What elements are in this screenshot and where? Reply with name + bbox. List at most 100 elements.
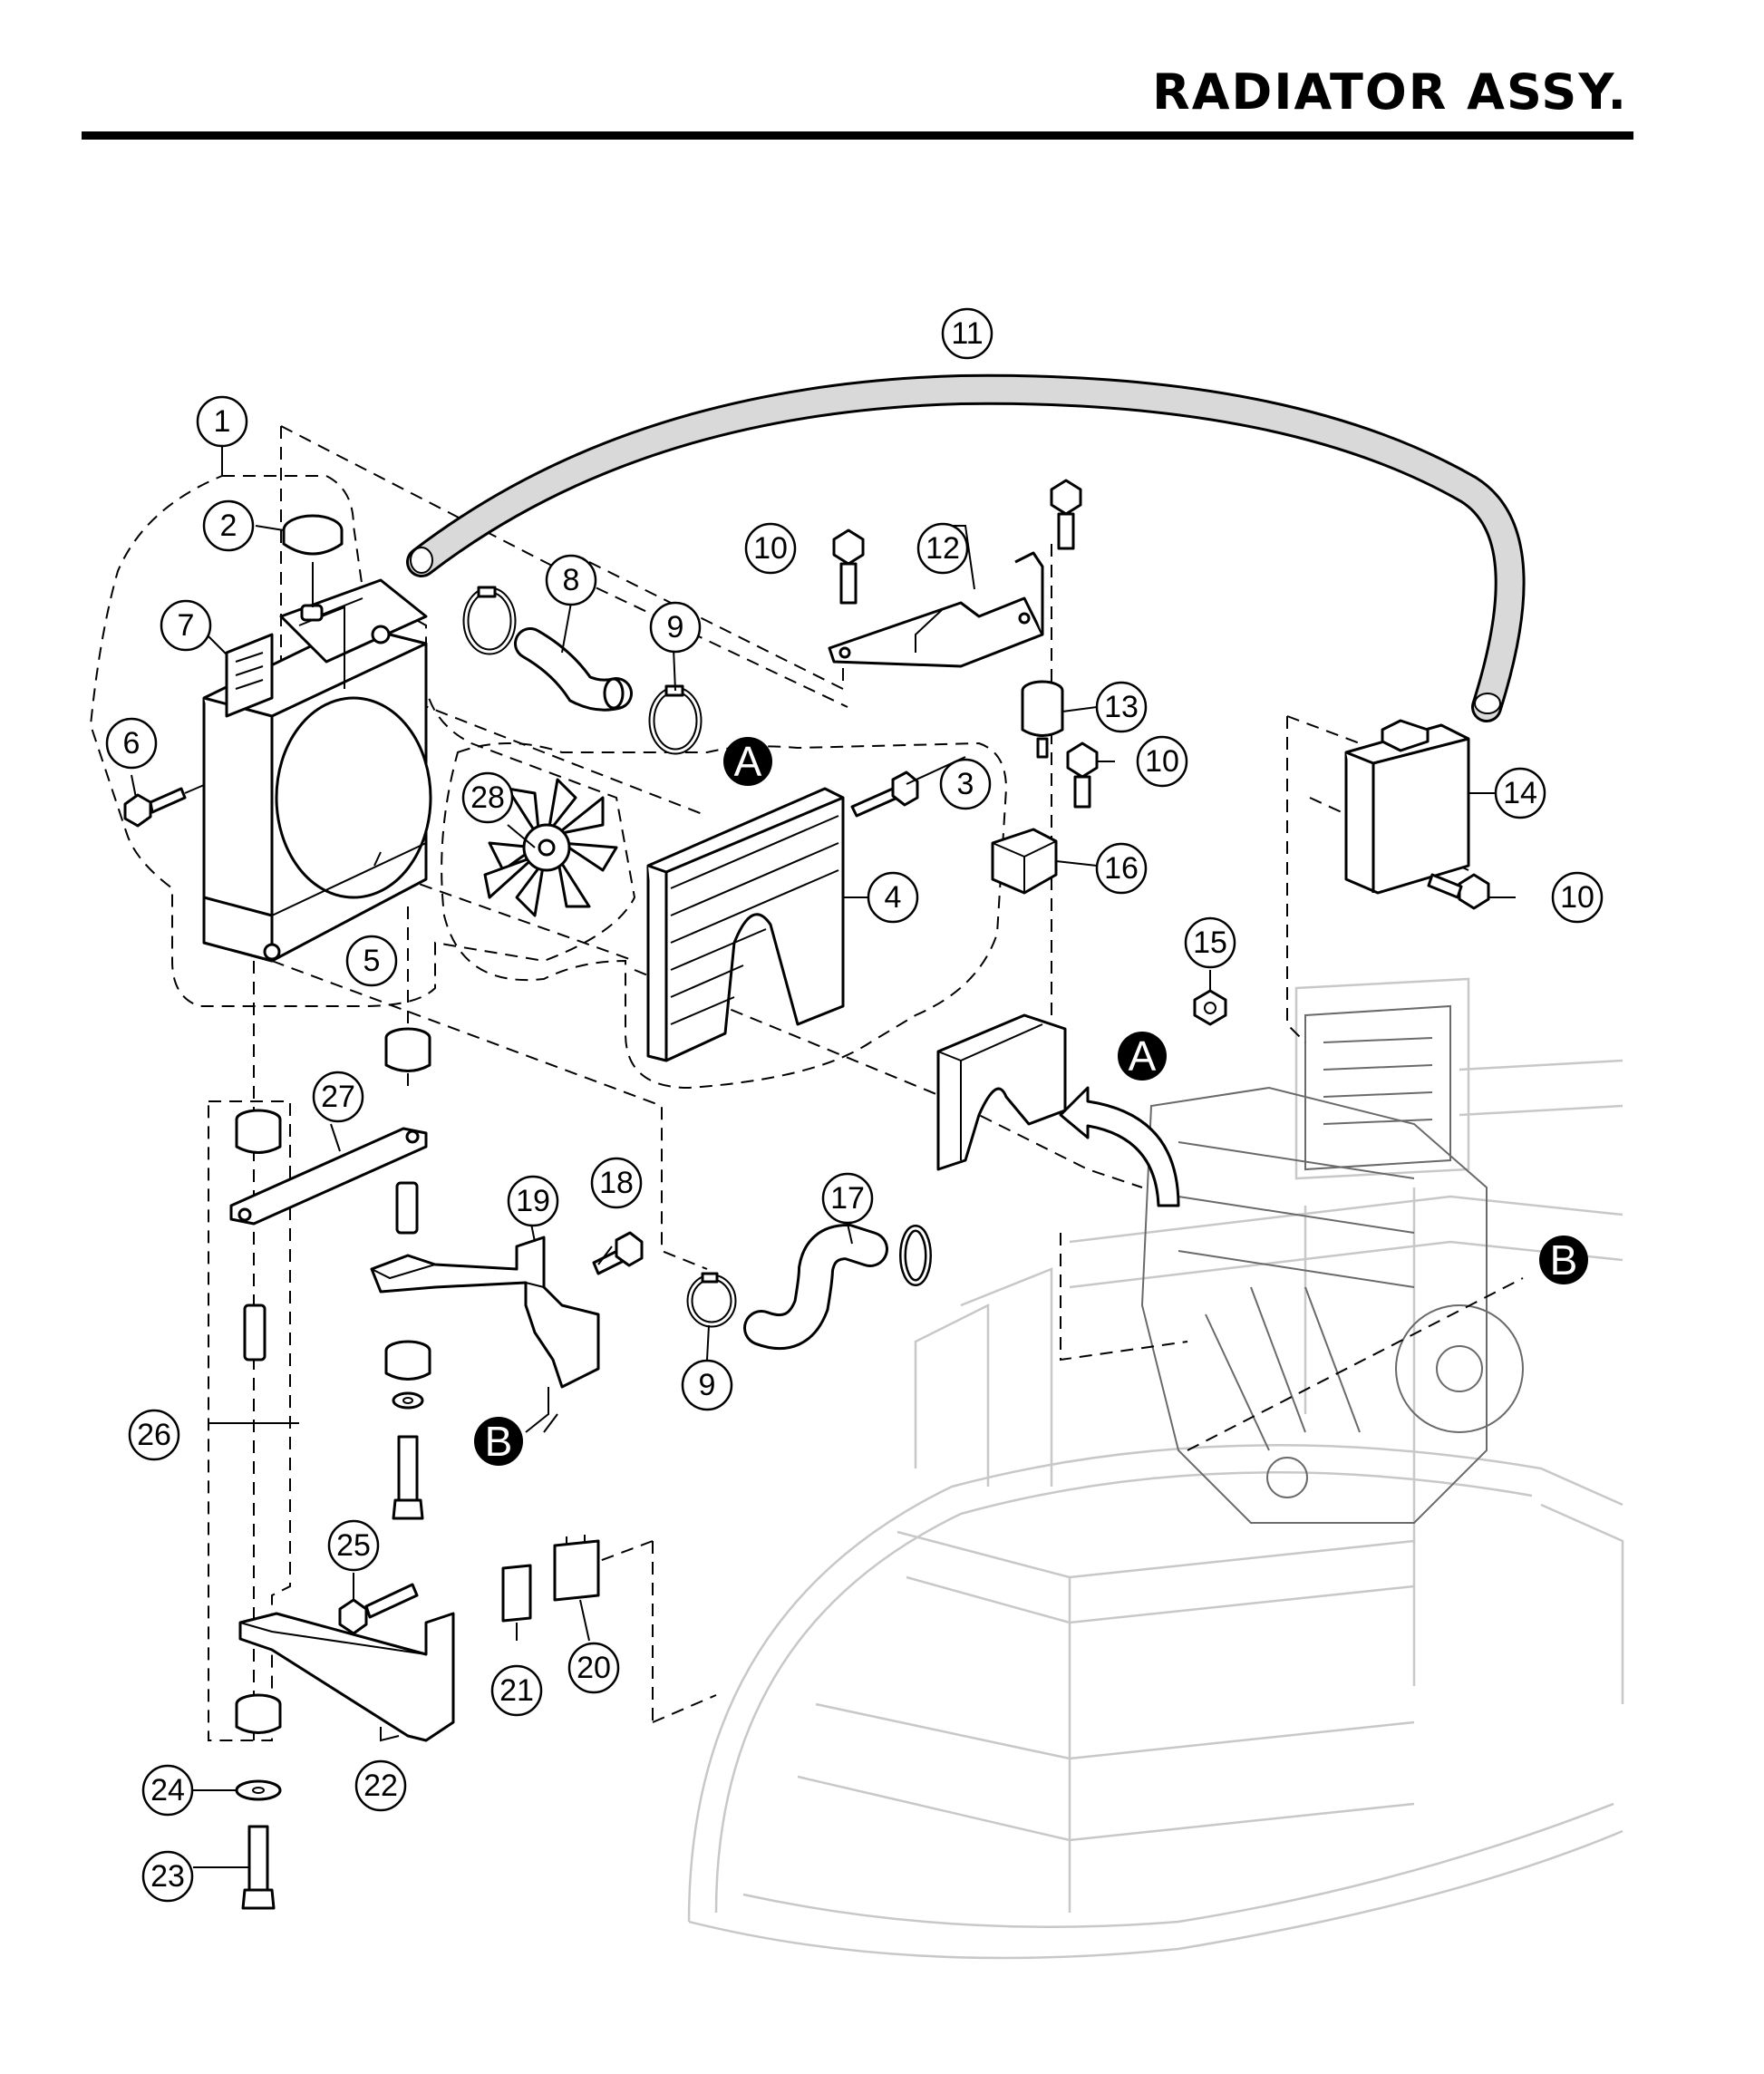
svg-text:5: 5 — [363, 944, 381, 978]
svg-text:25: 25 — [336, 1528, 371, 1563]
coolant-overflow-tank — [1344, 719, 1470, 895]
ref-marker-b-bracket: B — [474, 1417, 523, 1466]
hose-clamp-9b — [686, 1272, 737, 1328]
svg-text:A: A — [1129, 1032, 1157, 1080]
callout-9b: 9 — [681, 1359, 733, 1411]
callout-10a: 10 — [744, 522, 797, 575]
svg-text:A: A — [734, 738, 762, 785]
bolt-18 — [592, 1231, 644, 1275]
svg-text:1: 1 — [214, 404, 231, 439]
svg-text:24: 24 — [150, 1773, 185, 1807]
cooling-fan — [483, 778, 618, 917]
svg-text:2: 2 — [220, 509, 237, 543]
callout-20: 20 — [567, 1642, 620, 1694]
callout-2: 2 — [202, 499, 255, 552]
ref-marker-b-engine: B — [1539, 1236, 1588, 1284]
upper-hose — [514, 627, 633, 712]
svg-text:9: 9 — [699, 1368, 716, 1402]
svg-text:18: 18 — [599, 1166, 634, 1200]
isolator-left-upper — [235, 1109, 282, 1154]
spacer-right — [395, 1181, 419, 1235]
svg-text:13: 13 — [1104, 690, 1139, 724]
bracket-19 — [370, 1236, 600, 1389]
svg-text:12: 12 — [926, 531, 960, 566]
washer-mid — [392, 1391, 424, 1410]
callout-18: 18 — [590, 1157, 643, 1209]
ref-marker-a-frame: A — [1118, 1032, 1167, 1081]
callout-10c: 10 — [1551, 871, 1604, 924]
callout-27: 27 — [312, 1071, 364, 1123]
bolt-10b — [1066, 741, 1099, 809]
svg-text:7: 7 — [178, 608, 195, 643]
svg-text:26: 26 — [137, 1418, 171, 1452]
svg-text:10: 10 — [1145, 744, 1179, 779]
nut-15 — [1193, 989, 1227, 1026]
svg-text:11: 11 — [951, 316, 983, 351]
svg-text:20: 20 — [577, 1651, 611, 1685]
bracket-16 — [991, 828, 1058, 895]
bolt-25 — [338, 1583, 419, 1635]
install-direction-arrow — [1059, 1086, 1180, 1207]
ref-marker-a-upper: A — [723, 737, 772, 786]
callout-21: 21 — [490, 1664, 543, 1717]
radiator-assy-outline — [89, 475, 636, 1007]
svg-text:23: 23 — [150, 1859, 185, 1894]
callout-19: 19 — [507, 1175, 559, 1227]
callout-16: 16 — [1095, 842, 1148, 895]
svg-text:B: B — [1550, 1236, 1578, 1284]
callout-8: 8 — [545, 554, 597, 606]
svg-text:19: 19 — [516, 1184, 550, 1218]
bolt-6 — [123, 784, 205, 828]
svg-text:28: 28 — [470, 780, 505, 815]
hose-clamp-9a — [648, 684, 703, 755]
callout-22: 22 — [354, 1759, 407, 1812]
svg-text:9: 9 — [667, 610, 684, 644]
svg-text:10: 10 — [1560, 880, 1594, 915]
callout-5: 5 — [345, 935, 398, 987]
svg-text:10: 10 — [753, 531, 788, 566]
machine-frame-ghost — [687, 977, 1624, 1960]
callout-3: 3 — [939, 758, 992, 810]
callout-25: 25 — [327, 1519, 380, 1572]
mount-plate — [936, 1013, 1067, 1171]
svg-text:22: 22 — [363, 1769, 398, 1803]
isolator-upper-right — [384, 1027, 431, 1072]
svg-text:15: 15 — [1193, 926, 1227, 960]
svg-text:3: 3 — [957, 767, 974, 801]
radiator-core — [202, 578, 432, 963]
isolator-mid — [384, 1340, 431, 1381]
callout-13: 13 — [1095, 681, 1148, 733]
page-title: RADIATOR ASSY. — [1152, 63, 1628, 121]
svg-text:27: 27 — [321, 1080, 355, 1114]
callout-24: 24 — [141, 1764, 194, 1817]
svg-text:16: 16 — [1104, 851, 1139, 886]
plate-20 — [553, 1535, 600, 1602]
callout-10b: 10 — [1136, 735, 1188, 788]
svg-text:17: 17 — [830, 1181, 865, 1216]
callout-1: 1 — [196, 395, 248, 448]
bracket-12 — [828, 551, 1044, 668]
svg-text:8: 8 — [563, 563, 580, 597]
callout-23: 23 — [141, 1850, 194, 1903]
strap-27 — [229, 1127, 428, 1226]
callout-17: 17 — [821, 1172, 874, 1225]
callout-12: 12 — [916, 522, 969, 575]
spacer-left — [243, 1304, 267, 1362]
svg-text:B: B — [485, 1418, 513, 1465]
bolt-10-upper — [1050, 479, 1082, 550]
lower-hose — [743, 1223, 888, 1350]
mount-kit-outline — [208, 1100, 291, 1741]
plate-21 — [501, 1564, 532, 1623]
isolator-13 — [1021, 680, 1064, 759]
callout-4: 4 — [867, 871, 919, 924]
bolt-3 — [850, 770, 919, 818]
callout-15: 15 — [1184, 916, 1236, 969]
callout-26: 26 — [128, 1409, 180, 1461]
title-rule — [82, 131, 1633, 140]
callout-9a: 9 — [649, 601, 702, 654]
bolt-23 — [241, 1825, 276, 1910]
callout-11: 11 — [941, 307, 993, 360]
svg-text:6: 6 — [123, 726, 141, 761]
radiator-cap — [282, 514, 344, 607]
callout-14: 14 — [1494, 767, 1546, 819]
